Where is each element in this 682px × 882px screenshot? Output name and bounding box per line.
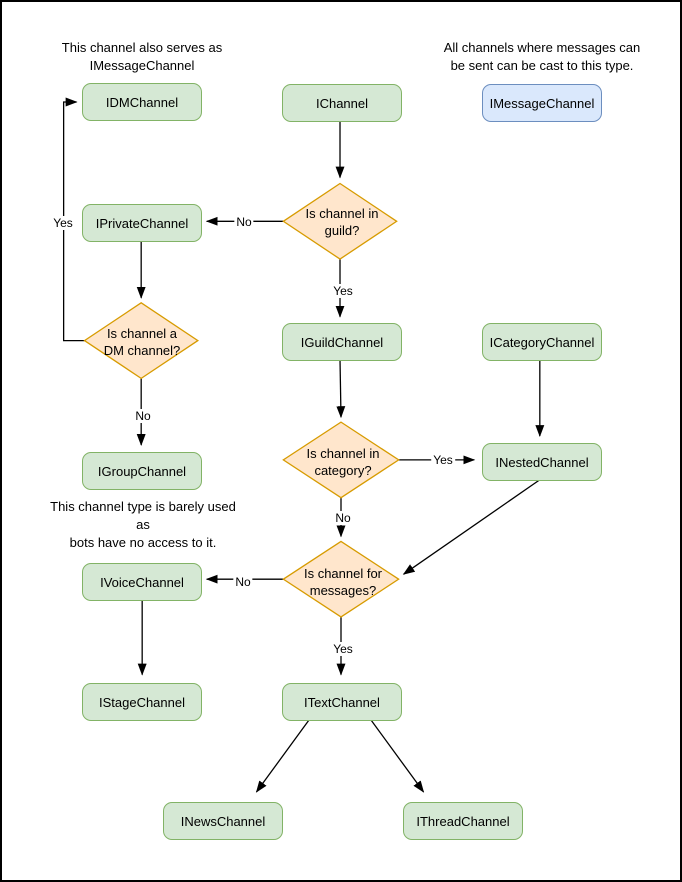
decision-line: Is channel in [306, 446, 380, 461]
decision-label-guild: Is channel in guild? [290, 200, 394, 244]
edge-label-dm-no: No [133, 409, 153, 423]
node-inestedchannel: INestedChannel [482, 443, 602, 481]
edge-label-dm-yes: Yes [51, 216, 75, 230]
note-dm-channel: This channel also serves as IMessageChan… [42, 39, 242, 75]
note-line: This channel type is barely used as [50, 499, 236, 532]
decision-line: Is channel in [305, 206, 379, 221]
decision-label-messages: Is channel for messages? [291, 560, 395, 604]
decision-line: messages? [309, 583, 377, 598]
edge-label-messages-no: No [233, 575, 253, 589]
edge-label-guild-no: No [234, 215, 254, 229]
decision-diamond-dm [83, 302, 200, 380]
node-icategorychannel: ICategoryChannel [482, 323, 602, 361]
node-imessagechannel: IMessageChannel [482, 84, 602, 122]
node-ichannel: IChannel [282, 84, 402, 122]
decision-line: Is channel for [303, 566, 383, 581]
note-line: All channels where messages can [443, 40, 641, 55]
note-line: bots have no access to it. [69, 535, 217, 550]
node-itextchannel: ITextChannel [282, 683, 402, 721]
note-line: This channel also serves as [61, 40, 223, 55]
decision-diamond-guild [282, 182, 398, 260]
edge-itextchannel-to-inewschannel [255, 717, 311, 793]
decision-line: DM channel? [103, 343, 181, 358]
decision-label-dm: Is channel a DM channel? [90, 320, 194, 364]
node-ivoicechannel: IVoiceChannel [82, 563, 202, 601]
decision-line: category? [314, 463, 372, 478]
node-istagechannel: IStageChannel [82, 683, 202, 721]
note-group-channel: This channel type is barely used as bots… [43, 498, 243, 552]
decision-line: Is channel a [106, 326, 178, 341]
node-inewschannel: INewsChannel [163, 802, 283, 840]
decision-diamond-category [282, 421, 400, 499]
edge-inestedchannel-to-messages-decision [402, 479, 541, 575]
edge-label-category-no: No [333, 511, 353, 525]
note-line: IMessageChannel [89, 58, 195, 73]
edge-itextchannel-to-ithreadchannel [369, 717, 425, 793]
edge-label-messages-yes: Yes [331, 642, 355, 656]
decision-label-category: Is channel in category? [291, 440, 395, 484]
edge-label-category-yes: Yes [431, 453, 455, 467]
note-message-channel: All channels where messages can be sent … [442, 39, 642, 75]
node-idmchannel: IDMChannel [82, 83, 202, 121]
edge-iguildchannel-to-category-decision [336, 359, 346, 419]
node-ithreadchannel: IThreadChannel [403, 802, 523, 840]
node-iprivatechannel: IPrivateChannel [82, 204, 202, 242]
decision-line: guild? [324, 223, 360, 238]
node-iguildchannel: IGuildChannel [282, 323, 402, 361]
node-igroupchannel: IGroupChannel [82, 452, 202, 490]
edge-label-guild-yes: Yes [331, 284, 355, 298]
decision-diamond-messages [282, 540, 400, 618]
note-line: be sent can be cast to this type. [450, 58, 634, 73]
